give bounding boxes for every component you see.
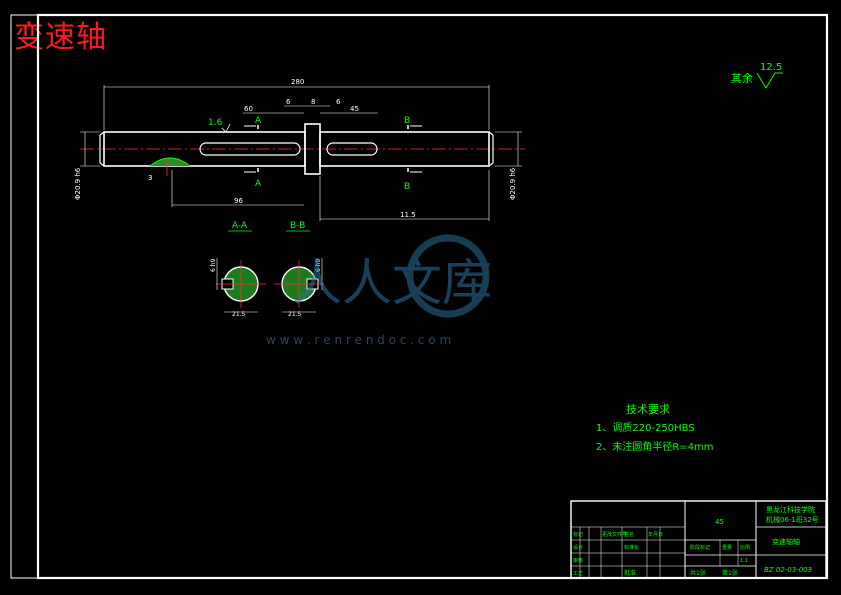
title-block bbox=[570, 500, 827, 579]
dim-6b: 6 bbox=[336, 98, 341, 106]
section-mark-a-top: A bbox=[255, 116, 262, 126]
dimension-lines bbox=[80, 85, 522, 221]
dim-dia-left: Φ20.9 h6 bbox=[74, 167, 82, 200]
dim-45: 45 bbox=[350, 105, 359, 113]
inner-border bbox=[36, 13, 829, 580]
title-block-school: 黑龙江科技学院 bbox=[766, 505, 815, 514]
section-bb-width: 21.5 bbox=[288, 311, 302, 318]
title-block-sheets: 共1张 bbox=[690, 569, 706, 577]
title-block-class: 机械06-1班32号 bbox=[766, 515, 819, 524]
dim-116: 11.5 bbox=[400, 211, 416, 219]
drawing-title: 变速轴 bbox=[14, 20, 107, 55]
title-block-row-mark: 标记 bbox=[573, 531, 583, 538]
dim-dia-right: Φ20.9 h6 bbox=[509, 167, 517, 200]
title-block-scale-value: 1:1 bbox=[740, 558, 748, 564]
dim-96: 96 bbox=[234, 197, 243, 205]
title-block-process: 工艺 bbox=[573, 571, 583, 577]
roughness-label: 其余 bbox=[731, 71, 753, 85]
section-aa-key: 6 h9 bbox=[210, 258, 217, 272]
section-bb-view bbox=[274, 258, 324, 313]
dim-60: 60 bbox=[244, 105, 253, 113]
shaft-right-segment bbox=[319, 131, 490, 167]
dim-overall-length: 280 bbox=[291, 78, 304, 86]
dim-8: 8 bbox=[311, 98, 315, 106]
shaft-main-view: A A B B 1.6 bbox=[80, 116, 525, 192]
section-aa-view bbox=[216, 258, 266, 313]
section-mark-a-bottom: A bbox=[255, 179, 262, 189]
title-block-sheet-no: 第1张 bbox=[722, 569, 738, 577]
title-block-approve: 批准 bbox=[624, 569, 636, 577]
tech-requirements-heading: 技术要求 bbox=[626, 403, 670, 416]
title-block-standard: 标准化 bbox=[624, 544, 639, 551]
title-block-checker: 审核 bbox=[573, 557, 583, 564]
dim-3: 3 bbox=[148, 174, 152, 182]
title-block-designer: 设计 bbox=[573, 544, 583, 551]
section-bb-key: 6 h9 bbox=[315, 258, 322, 272]
section-mark-b-top: B bbox=[404, 116, 410, 126]
title-block-material: 45 bbox=[715, 518, 724, 526]
tech-requirement-2: 2、未注圆角半径R=4mm bbox=[596, 440, 714, 453]
title-block-row-sign: 签名 bbox=[624, 531, 634, 538]
watermark-url: w w w . r e n r e n d o c . c o m bbox=[266, 333, 451, 347]
title-block-part-name: 变速轴轴 bbox=[772, 537, 800, 546]
section-label-aa: A-A bbox=[232, 221, 248, 231]
roughness-value: 12.5 bbox=[760, 62, 782, 73]
watermark-text: 人人文库 bbox=[292, 254, 492, 312]
roughness-symbol-icon bbox=[756, 72, 783, 89]
section-aa-width: 21.5 bbox=[232, 311, 246, 318]
local-section-hatch bbox=[149, 157, 191, 167]
watermark: 人人文库 w w w . r e n r e n d o c . c o m bbox=[266, 234, 492, 347]
title-block-row-file: 更改文件号 bbox=[602, 531, 627, 538]
title-block-row-date: 年月日 bbox=[648, 531, 663, 538]
title-block-drawing-no: BZ 02-03-003 bbox=[764, 566, 812, 574]
keyway-b bbox=[326, 142, 378, 156]
dim-6a: 6 bbox=[286, 98, 291, 106]
title-block-weight-label: 重量 bbox=[722, 544, 732, 551]
title-block-scale-label: 比例 bbox=[740, 544, 750, 551]
title-block-stage: 阶段标记 bbox=[690, 544, 710, 551]
section-mark-b-bottom: B bbox=[404, 182, 410, 192]
roughness-shaft: 1.6 bbox=[208, 118, 223, 128]
keyway-a bbox=[199, 142, 301, 156]
tech-requirement-1: 1、调质220-250HBS bbox=[596, 422, 695, 434]
section-label-bb: B-B bbox=[290, 221, 305, 231]
